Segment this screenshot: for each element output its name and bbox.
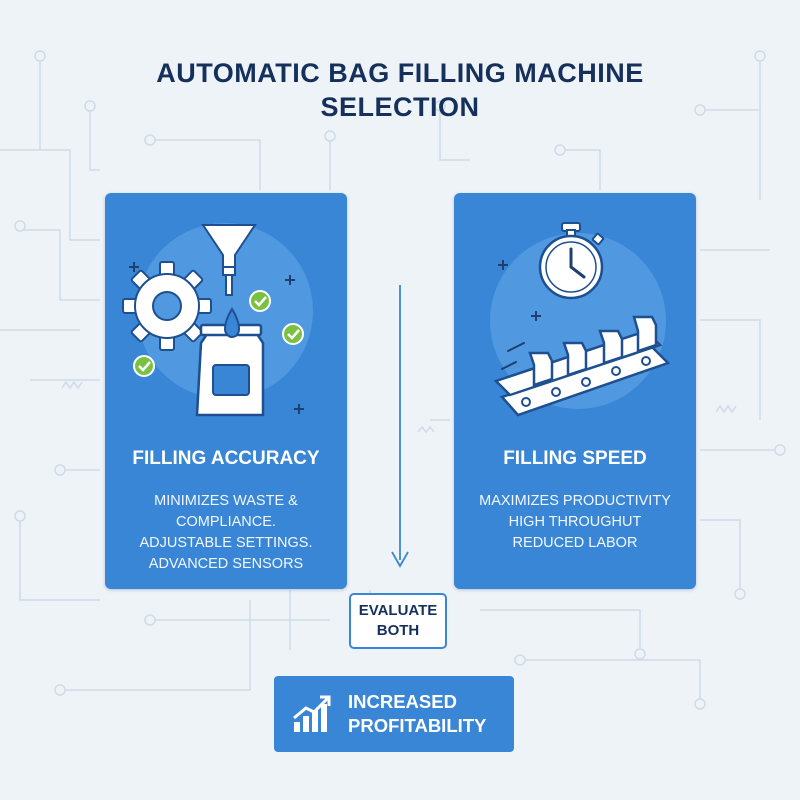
feature-item: MAXIMIZES PRODUCTIVITY (479, 493, 671, 509)
result-line-1: INCREASED (348, 691, 457, 712)
funnel-icon (201, 224, 257, 296)
page-title: AUTOMATIC BAG FILLING MACHINE SELECTION (0, 56, 800, 124)
result-line-2: PROFITABILITY (348, 715, 487, 736)
gear-icon (122, 261, 212, 351)
feature-item: HIGH THROUGHUT (508, 514, 642, 530)
growth-chart-icon (293, 695, 331, 732)
title-line-2: SELECTION (320, 92, 480, 122)
bag-icon (195, 307, 265, 417)
feature-item: ADJUSTABLE SETTINGS. (139, 535, 313, 551)
card-filling-speed: FILLING SPEED MAXIMIZES PRODUCTIVITY HIG… (454, 193, 696, 589)
feature-item: REDUCED LABOR (512, 535, 638, 551)
result-label: INCREASED PROFITABILITY (348, 690, 486, 738)
speed-lines (501, 342, 525, 370)
feature-list: MAXIMIZES PRODUCTIVITY HIGH THROUGHUT RE… (454, 491, 696, 554)
evaluate-line-1: EVALUATE (358, 602, 438, 619)
evaluate-line-2: BOTH (376, 622, 420, 639)
increased-profitability-box: INCREASED PROFITABILITY (274, 676, 514, 752)
feature-list: MINIMIZES WASTE & COMPLIANCE. ADJUSTABLE… (105, 491, 347, 575)
evaluate-both-box: EVALUATE BOTH (349, 593, 447, 649)
sparkle-icon (129, 262, 304, 414)
feature-item: ADVANCED SENSORS (148, 556, 304, 572)
card-heading: FILLING ACCURACY (132, 448, 320, 469)
conveyor-belt-icon (493, 315, 671, 417)
checkmark-icon (133, 290, 304, 377)
flow-arrow (391, 285, 409, 568)
card-filling-accuracy: FILLING ACCURACY MINIMIZES WASTE & COMPL… (105, 193, 347, 589)
feature-item: MINIMIZES WASTE & COMPLIANCE. (154, 493, 298, 530)
title-line-1: AUTOMATIC BAG FILLING MACHINE (156, 58, 644, 88)
sparkle-icon (498, 260, 541, 321)
card-heading: FILLING SPEED (503, 448, 647, 469)
accuracy-illustration (122, 223, 313, 417)
speed-illustration (490, 222, 671, 417)
stopwatch-icon (538, 222, 605, 300)
